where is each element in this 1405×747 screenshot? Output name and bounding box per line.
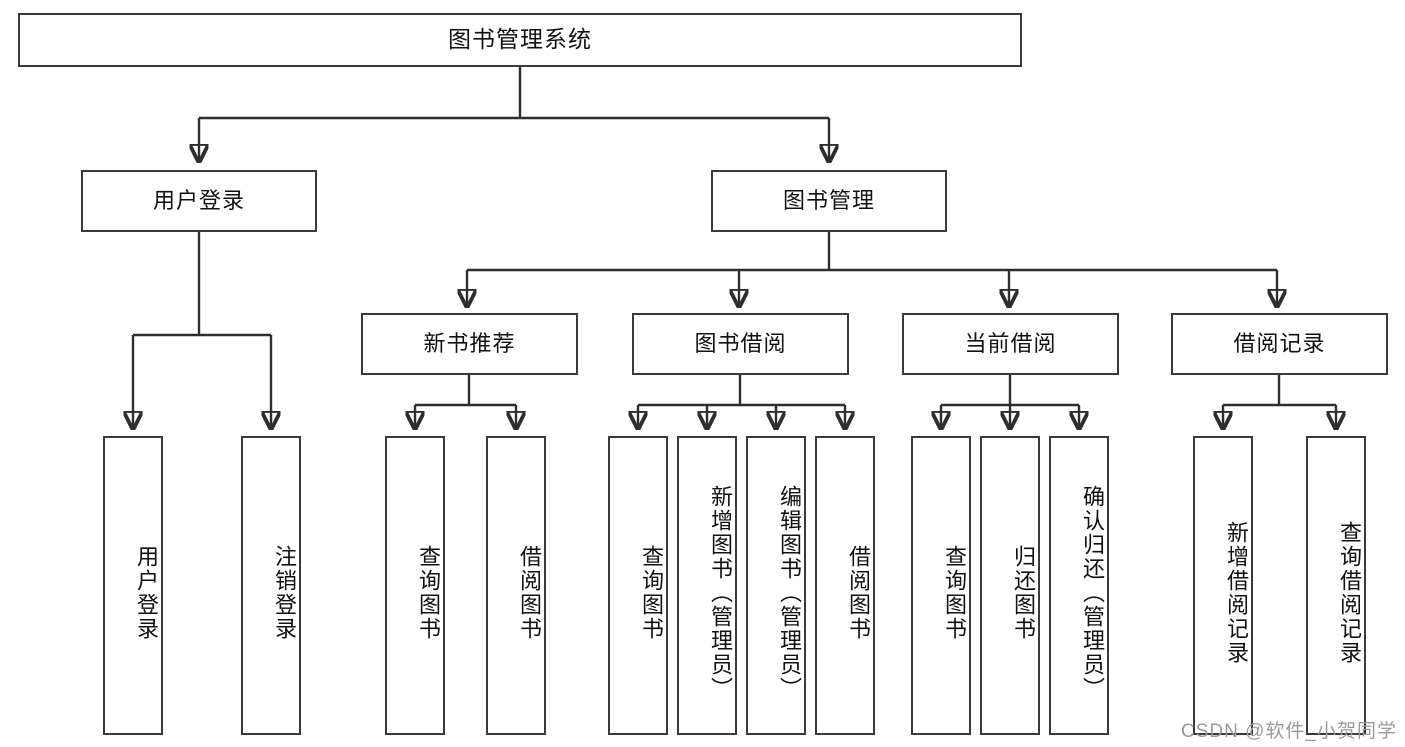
node-label: 用户登录 — [134, 544, 159, 641]
node-label: 图书管理系统 — [448, 26, 592, 53]
node-label: 借阅图书 — [846, 544, 871, 641]
leaf-borrow-book-recommend[interactable]: 借阅图书 — [486, 436, 546, 735]
node-book-borrow[interactable]: 图书借阅 — [632, 313, 849, 375]
node-book-management[interactable]: 图书管理 — [711, 170, 947, 232]
node-label: 新增借阅记录 — [1224, 520, 1249, 665]
node-label: 编辑图书（管理员） — [777, 484, 802, 701]
node-label: 查询借阅记录 — [1337, 520, 1362, 665]
node-label: 图书管理 — [782, 187, 875, 213]
node-user-login[interactable]: 用户登录 — [81, 170, 317, 232]
leaf-return-book[interactable]: 归还图书 — [980, 436, 1040, 735]
node-borrow-record[interactable]: 借阅记录 — [1171, 313, 1388, 375]
node-label: 注销登录 — [272, 544, 297, 641]
leaf-add-book-admin[interactable]: 新增图书（管理员） — [677, 436, 737, 735]
node-current-borrow[interactable]: 当前借阅 — [902, 313, 1119, 375]
node-label: 归还图书 — [1011, 544, 1036, 641]
node-new-book-recommend[interactable]: 新书推荐 — [361, 313, 578, 375]
node-label: 查询图书 — [639, 544, 664, 641]
node-label: 当前借阅 — [964, 330, 1057, 356]
leaf-query-book-borrow[interactable]: 查询图书 — [608, 436, 668, 735]
leaf-user-logout[interactable]: 注销登录 — [241, 436, 301, 735]
node-label: 用户登录 — [152, 187, 245, 213]
leaf-add-borrow-record[interactable]: 新增借阅记录 — [1193, 436, 1253, 735]
node-label: 借阅图书 — [517, 544, 542, 641]
node-label: 图书借阅 — [694, 330, 787, 356]
leaf-query-borrow-record[interactable]: 查询借阅记录 — [1306, 436, 1366, 735]
leaf-query-book-current[interactable]: 查询图书 — [911, 436, 971, 735]
node-label: 查询图书 — [942, 544, 967, 641]
node-label: 借阅记录 — [1233, 330, 1326, 356]
node-root-system[interactable]: 图书管理系统 — [18, 13, 1022, 67]
leaf-user-login[interactable]: 用户登录 — [103, 436, 163, 735]
leaf-query-book-recommend[interactable]: 查询图书 — [385, 436, 445, 735]
node-label: 新书推荐 — [423, 330, 516, 356]
leaf-confirm-return-admin[interactable]: 确认归还（管理员） — [1049, 436, 1109, 735]
node-label: 新增图书（管理员） — [708, 484, 733, 701]
leaf-edit-book-admin[interactable]: 编辑图书（管理员） — [746, 436, 806, 735]
leaf-borrow-book[interactable]: 借阅图书 — [815, 436, 875, 735]
node-label: 确认归还（管理员） — [1080, 484, 1105, 701]
watermark: CSDN @软件_小贺同学 — [1181, 721, 1397, 742]
node-label: 查询图书 — [416, 544, 441, 641]
